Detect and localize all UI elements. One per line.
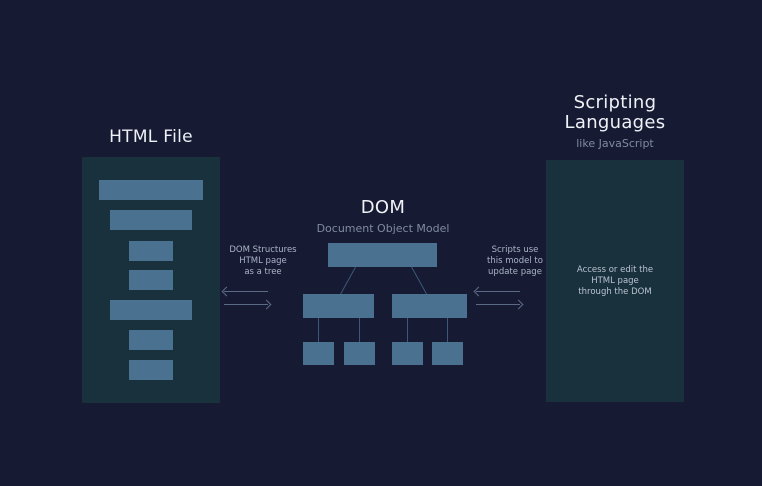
dom-node-leaf-2 — [344, 342, 375, 365]
tree-edge-root-right — [411, 266, 429, 297]
dom-node-root — [328, 243, 437, 267]
arrow-line-left — [224, 291, 268, 292]
arrow-head-right-icon — [513, 299, 523, 310]
scripting-panel-body: Access or edit the HTML page through the… — [576, 265, 654, 297]
html-bar — [129, 330, 173, 350]
scripting-title-line-1: Scripting — [573, 92, 657, 113]
dom-subtitle: Document Object Model — [316, 222, 450, 235]
arrow-group-dom-scripting: Scripts use this model to update page — [472, 245, 558, 310]
tree-edge-leaf-2 — [359, 318, 360, 342]
arrow-caption-dom-structures: DOM Structures HTML page as a tree — [229, 245, 297, 277]
dom-node-leaf-1 — [303, 342, 334, 365]
bidirectional-arrows — [220, 286, 306, 310]
arrow-head-right-icon — [261, 299, 271, 310]
html-bar — [110, 210, 192, 230]
dom-node-child-left — [303, 294, 374, 318]
html-bar — [129, 241, 173, 261]
arrow-line-right — [476, 304, 520, 305]
arrow-group-html-dom: DOM Structures HTML page as a tree — [220, 245, 306, 310]
scripting-title-line-2: Languages — [564, 112, 666, 133]
html-file-title: HTML File — [109, 127, 193, 147]
dom-title: DOM — [360, 197, 406, 218]
arrow-head-left-icon — [221, 286, 232, 297]
tree-edge-leaf-4 — [447, 318, 448, 342]
arrow-caption-scripts-use: Scripts use this model to update page — [487, 245, 543, 277]
tree-edge-leaf-3 — [407, 318, 408, 342]
scripting-panel: Access or edit the HTML page through the… — [546, 160, 684, 402]
html-bar — [129, 270, 173, 290]
tree-edge-root-left — [338, 267, 356, 298]
html-bar — [110, 300, 192, 320]
html-file-panel — [82, 157, 220, 403]
scripting-subtitle: like JavaScript — [576, 137, 654, 150]
arrow-head-left-icon — [473, 286, 484, 297]
html-bar — [99, 180, 203, 200]
dom-node-leaf-4 — [432, 342, 463, 365]
html-bar — [129, 360, 173, 380]
tree-edge-leaf-1 — [318, 318, 319, 342]
dom-node-child-right — [392, 294, 467, 318]
bidirectional-arrows — [472, 286, 558, 310]
dom-node-leaf-3 — [392, 342, 423, 365]
arrow-line-left — [476, 291, 520, 292]
arrow-line-right — [224, 304, 268, 305]
